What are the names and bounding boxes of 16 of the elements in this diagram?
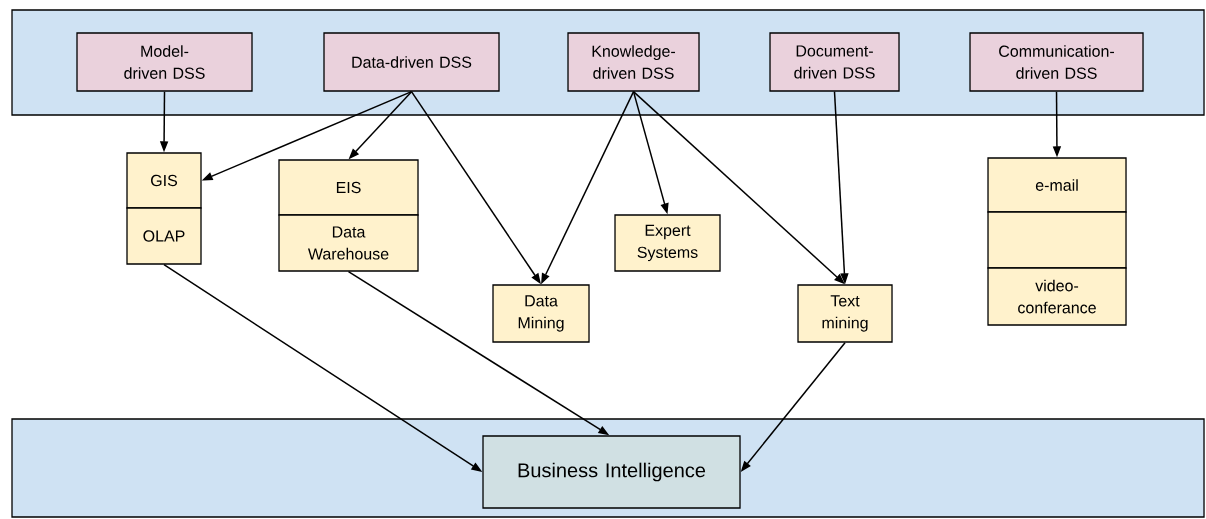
- item-box: Expert Systems: [614, 214, 721, 272]
- category-box: Document-driven DSS: [769, 32, 900, 92]
- item-box: EIS: [278, 159, 419, 216]
- item-box: video-conferance: [987, 267, 1127, 326]
- item-box: [987, 211, 1127, 269]
- category-box: Model-driven DSS: [76, 32, 253, 92]
- item-box: Data Mining: [492, 284, 590, 343]
- item-box: GIS: [126, 152, 202, 209]
- category-box: Knowledge-driven DSS: [567, 32, 700, 92]
- result-box: Business Intelligence: [482, 435, 741, 509]
- item-box: e-mail: [987, 157, 1127, 213]
- category-box: Data-driven DSS: [323, 32, 500, 92]
- item-box: Text mining: [797, 284, 893, 343]
- item-box: Data Warehouse: [278, 214, 419, 272]
- item-box: OLAP: [126, 207, 202, 265]
- category-box: Communication-driven DSS: [969, 32, 1144, 92]
